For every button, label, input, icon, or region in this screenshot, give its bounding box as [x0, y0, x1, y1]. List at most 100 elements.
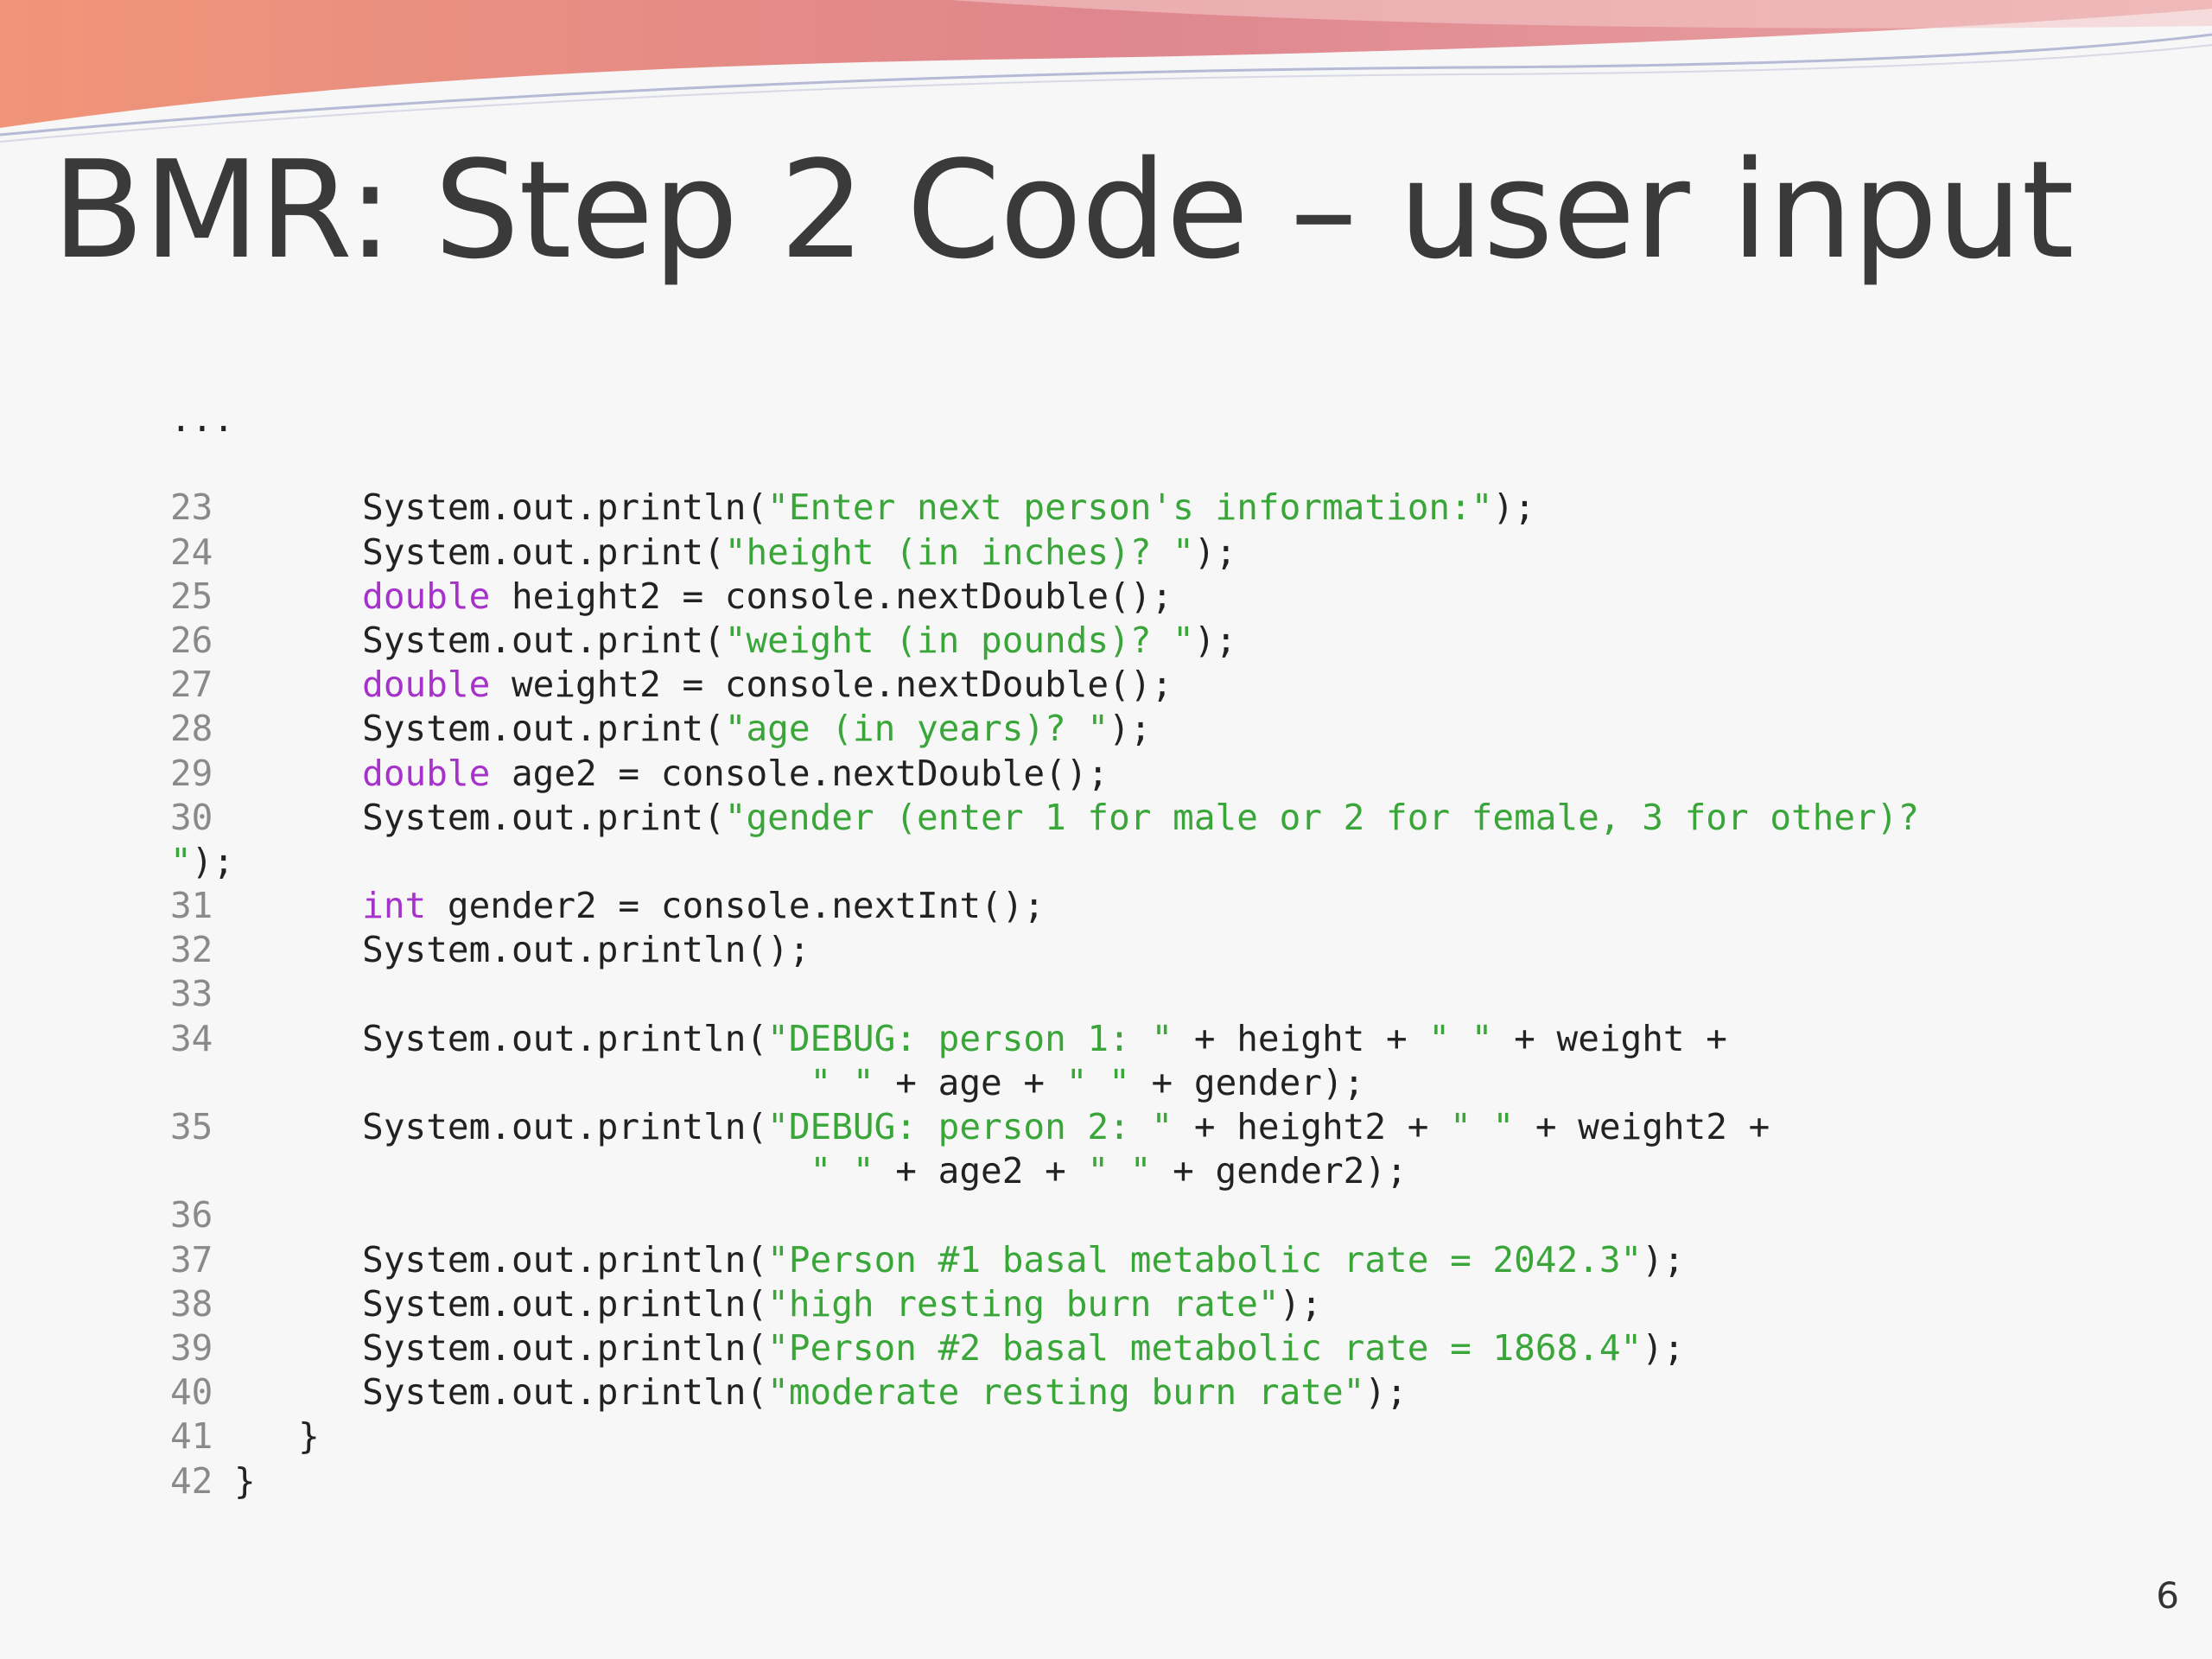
- code-line: 30 System.out.print("gender (enter 1 for…: [170, 796, 2158, 840]
- code-line: 24 System.out.print("height (in inches)?…: [170, 531, 2158, 575]
- code-text: );: [1193, 619, 1237, 661]
- code-text: System.out.print(: [213, 796, 725, 838]
- code-line: 32 System.out.println();: [170, 928, 2158, 972]
- code-text: System.out.print(: [213, 708, 725, 750]
- slide-title: BMR: Step 2 Code – user input: [52, 131, 2075, 289]
- code-text: System.out.println(: [213, 1017, 768, 1059]
- code-text: gender2 = console.nextInt();: [426, 885, 1046, 927]
- code-string: "Enter next person's information:": [767, 486, 1493, 529]
- code-text: age2 = console.nextDouble();: [490, 752, 1109, 794]
- page-number: 6: [2156, 1574, 2179, 1617]
- code-line: ...: [170, 397, 2158, 442]
- code-line: 39 System.out.println("Person #2 basal m…: [170, 1326, 2158, 1370]
- code-text: );: [1364, 1371, 1408, 1414]
- line-number: 31: [170, 885, 213, 927]
- code-text: }: [213, 1415, 320, 1458]
- code-text: );: [1492, 486, 1535, 529]
- code-text: }: [213, 1459, 256, 1502]
- code-line: 26 System.out.print("weight (in pounds)?…: [170, 619, 2158, 663]
- code-string: "Person #1 basal metabolic rate = 2042.3…: [767, 1238, 1643, 1281]
- line-number: 30: [170, 796, 213, 838]
- code-line: 28 System.out.print("age (in years)? ");: [170, 707, 2158, 751]
- code-text: );: [1642, 1326, 1685, 1369]
- line-number: 35: [170, 1106, 213, 1147]
- code-text: [213, 753, 362, 794]
- line-number: 41: [170, 1415, 213, 1458]
- code-line: 35 System.out.println("DEBUG: person 2: …: [170, 1105, 2158, 1149]
- code-text: System.out.println();: [213, 929, 810, 971]
- code-text: height2 = console.nextDouble();: [490, 575, 1173, 617]
- code-text: System.out.println(: [213, 1371, 768, 1414]
- code-line: 36: [170, 1193, 2158, 1237]
- code-text: );: [1642, 1238, 1685, 1281]
- code-string: "DEBUG: person 1: ": [767, 1017, 1173, 1059]
- code-line: ");: [170, 840, 2158, 884]
- code-string: " ": [810, 1150, 874, 1192]
- line-number: 24: [170, 531, 213, 573]
- code-text: + weight2 +: [1514, 1106, 1770, 1147]
- code-string: " ": [810, 1061, 874, 1103]
- code-string: " ": [1087, 1150, 1152, 1192]
- line-number: 27: [170, 664, 213, 706]
- code-string: "gender (enter 1 for male or 2 for femal…: [724, 796, 1941, 838]
- code-line: 38 System.out.println("high resting burn…: [170, 1282, 2158, 1326]
- line-number: 23: [170, 486, 213, 529]
- code-string: "height (in inches)? ": [724, 531, 1194, 573]
- code-text: + age +: [874, 1061, 1066, 1103]
- code-text: [213, 885, 362, 926]
- code-line: 42 }: [170, 1459, 2158, 1503]
- code-text: System.out.println(: [213, 1238, 768, 1281]
- code-string: " ": [1428, 1017, 1493, 1059]
- code-text: + height +: [1173, 1017, 1429, 1059]
- code-line: 27 double weight2 = console.nextDouble()…: [170, 663, 2158, 707]
- code-string: ": [170, 840, 192, 882]
- code-keyword: double: [362, 752, 491, 794]
- code-string: "Person #2 basal metabolic rate = 1868.4…: [767, 1326, 1643, 1369]
- code-text: );: [1109, 708, 1152, 750]
- line-number: 32: [170, 929, 213, 971]
- code-text: System.out.println(: [213, 1326, 768, 1369]
- code-text: System.out.println(: [213, 486, 768, 529]
- code-string: "moderate resting burn rate": [767, 1371, 1365, 1414]
- line-number: 28: [170, 708, 213, 750]
- code-text: );: [191, 840, 235, 882]
- line-number: 42: [170, 1459, 213, 1502]
- code-text: [170, 1062, 810, 1103]
- code-keyword: int: [362, 885, 427, 927]
- code-string: " ": [1065, 1061, 1130, 1103]
- code-line: [170, 442, 2158, 486]
- line-number: 39: [170, 1326, 213, 1369]
- code-text: [213, 664, 362, 705]
- code-line: 40 System.out.println("moderate resting …: [170, 1370, 2158, 1414]
- code-string: "weight (in pounds)? ": [724, 619, 1194, 661]
- code-line: 37 System.out.println("Person #1 basal m…: [170, 1238, 2158, 1282]
- line-number: 26: [170, 619, 213, 661]
- code-line: 23 System.out.println("Enter next person…: [170, 486, 2158, 530]
- code-text: System.out.println(: [213, 1282, 768, 1325]
- code-text: weight2 = console.nextDouble();: [490, 664, 1173, 706]
- line-number: 36: [170, 1194, 213, 1236]
- line-number: 38: [170, 1282, 213, 1325]
- header-wave-decoration: [0, 0, 2212, 143]
- code-line: 25 double height2 = console.nextDouble()…: [170, 575, 2158, 619]
- code-text: System.out.print(: [213, 619, 725, 661]
- code-string: "DEBUG: person 2: ": [767, 1106, 1173, 1147]
- line-number: 25: [170, 575, 213, 617]
- line-number: 33: [170, 973, 213, 1015]
- code-line: " " + age2 + " " + gender2);: [170, 1149, 2158, 1193]
- code-text: );: [1193, 531, 1237, 573]
- code-line: 31 int gender2 = console.nextInt();: [170, 884, 2158, 928]
- code-text: + gender2);: [1151, 1150, 1408, 1192]
- code-string: " ": [1450, 1106, 1515, 1147]
- code-text: [170, 1150, 810, 1192]
- code-text: System.out.print(: [213, 531, 725, 573]
- line-number: 40: [170, 1371, 213, 1414]
- code-text: + weight +: [1492, 1017, 1727, 1059]
- code-string: "high resting burn rate": [767, 1282, 1280, 1325]
- code-text: System.out.println(: [213, 1106, 768, 1147]
- line-number: 29: [170, 752, 213, 794]
- code-text: );: [1279, 1282, 1322, 1325]
- code-line: 29 double age2 = console.nextDouble();: [170, 752, 2158, 796]
- code-text: [213, 575, 362, 617]
